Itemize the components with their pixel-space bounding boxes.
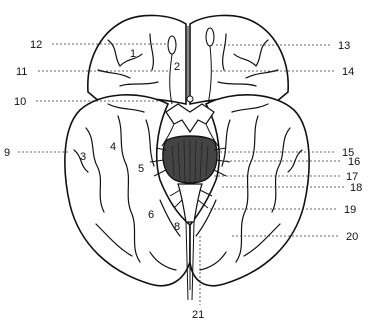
label-21: 21	[192, 309, 204, 321]
label-20: 20	[346, 231, 358, 243]
right-temporal-occipital-lobe	[190, 95, 309, 286]
label-1: 1	[130, 48, 136, 60]
right-frontal-lobe	[190, 15, 288, 104]
label-4: 4	[110, 141, 116, 153]
label-14: 14	[342, 66, 354, 78]
pituitary-stalk	[187, 96, 193, 102]
label-11: 11	[16, 66, 27, 78]
label-8: 8	[174, 221, 180, 233]
label-10: 10	[14, 96, 26, 108]
label-9: 9	[4, 147, 10, 159]
label-6: 6	[148, 209, 154, 221]
label-2: 2	[174, 61, 180, 73]
label-12: 12	[30, 39, 42, 51]
label-19: 19	[344, 204, 356, 216]
left-olfactory-bulb	[168, 36, 176, 54]
right-olfactory-bulb	[206, 28, 214, 46]
left-temporal-occipital-lobe	[65, 95, 190, 286]
optic-chiasm	[166, 104, 214, 132]
label-18: 18	[350, 182, 362, 194]
label-13: 13	[338, 40, 350, 52]
label-3: 3	[80, 151, 86, 163]
label-16: 16	[348, 156, 360, 168]
label-5: 5	[138, 163, 144, 175]
